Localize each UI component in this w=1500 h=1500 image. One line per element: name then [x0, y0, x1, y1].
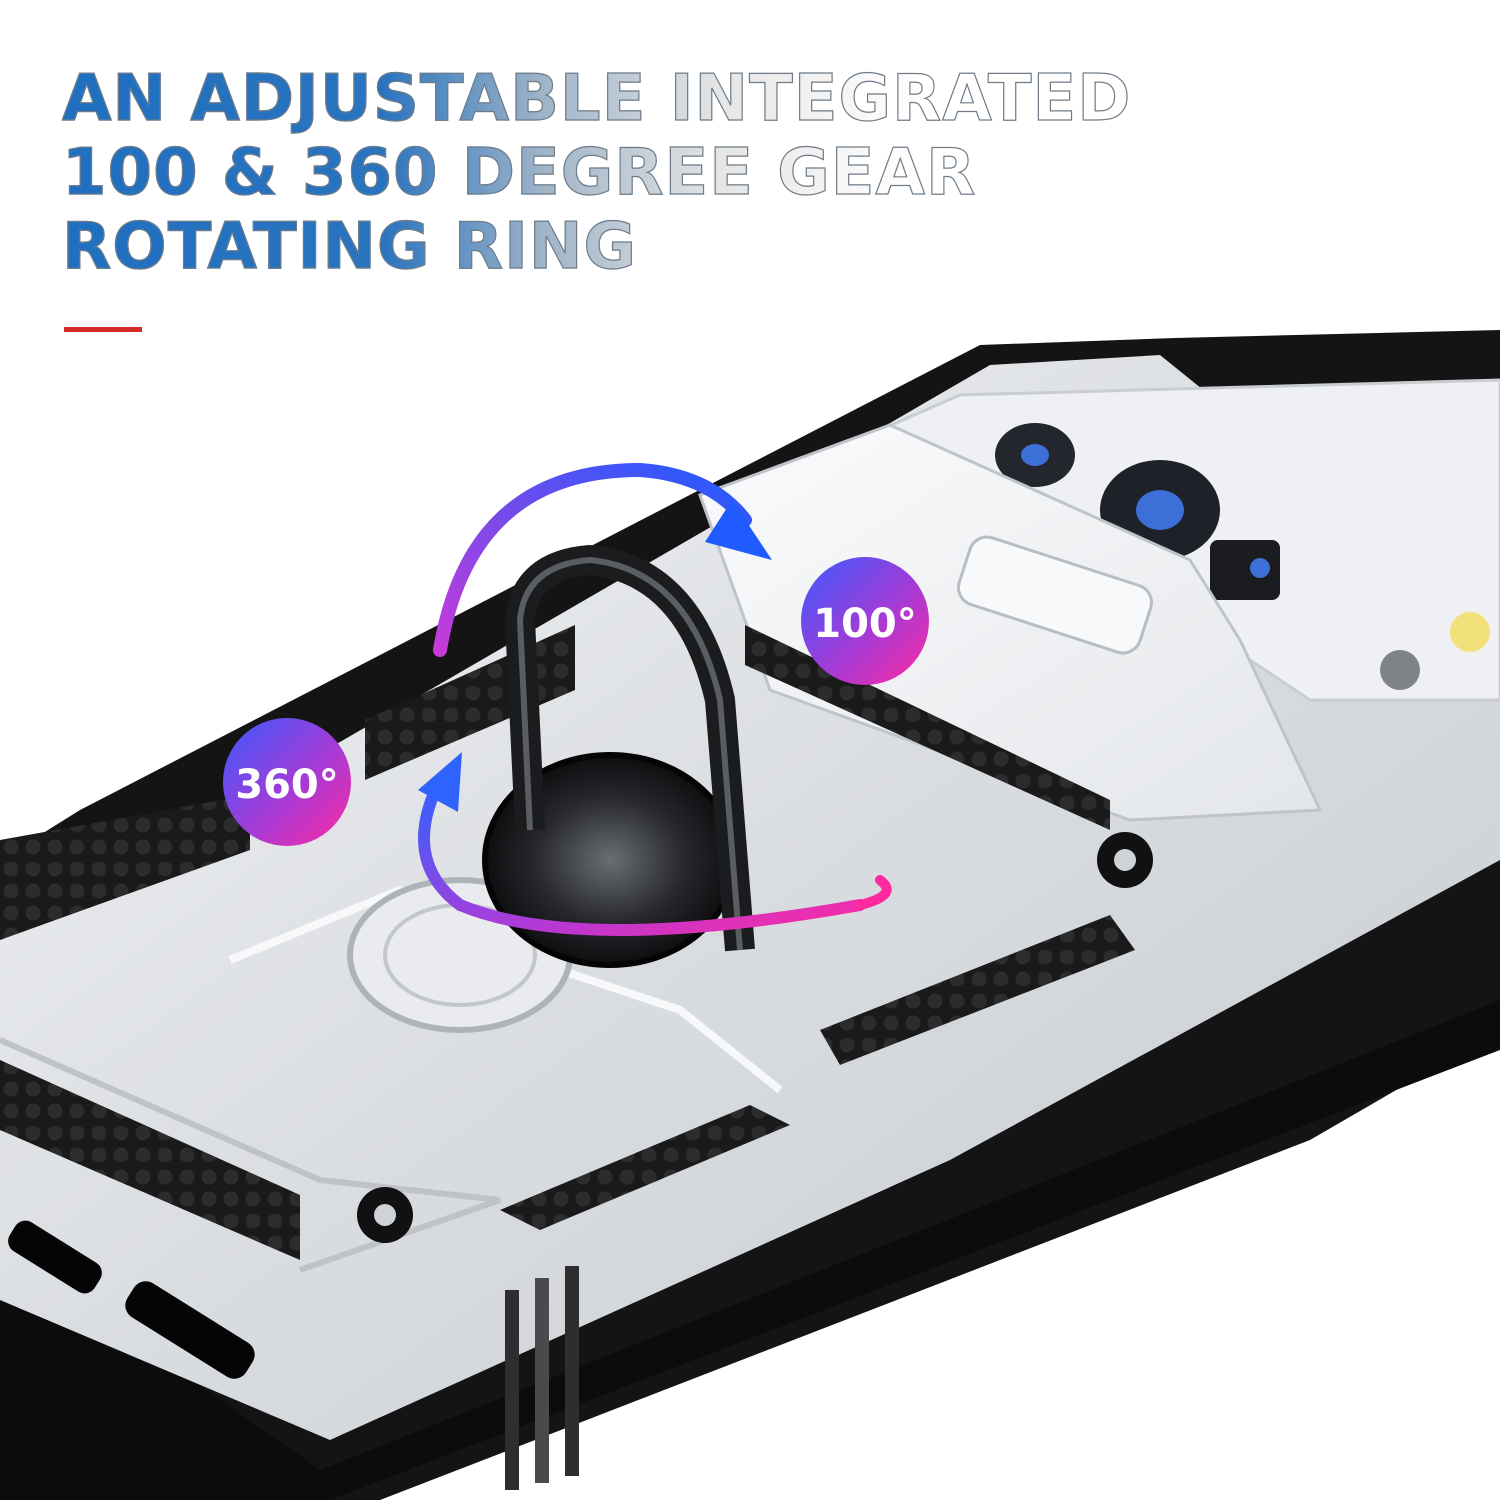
side-port — [125, 1281, 255, 1379]
side-buttons — [505, 1266, 579, 1490]
grip-strip — [820, 915, 1135, 1065]
grip-strip — [0, 1060, 300, 1260]
case-side-wall — [0, 1000, 1500, 1500]
side-port — [8, 1220, 102, 1294]
grip-strip — [0, 795, 250, 940]
camera-sensor — [1210, 540, 1280, 600]
accent-bar — [64, 327, 142, 332]
slider-grip — [957, 535, 1153, 655]
camera-slide-cover — [698, 423, 1323, 822]
flash-icon — [1450, 612, 1490, 652]
badge-100-degree: 100° — [801, 557, 929, 685]
grip-strip — [500, 1105, 790, 1230]
badge-360-label: 360° — [235, 762, 339, 808]
badge-360-degree: 360° — [223, 718, 351, 846]
headline-line-3: ROTATING RING — [61, 209, 637, 284]
headline-line-2: 100 & 360 DEGREE GEAR — [61, 135, 977, 210]
badge-100-label: 100° — [813, 601, 917, 647]
headline: AN ADJUSTABLE INTEGRATED 100 & 360 DEGRE… — [61, 61, 1132, 284]
circular-arrow-icon — [418, 774, 866, 936]
headline-line-1: AN ADJUSTABLE INTEGRATED — [61, 61, 1132, 136]
curved-arrow-icon — [433, 462, 752, 657]
